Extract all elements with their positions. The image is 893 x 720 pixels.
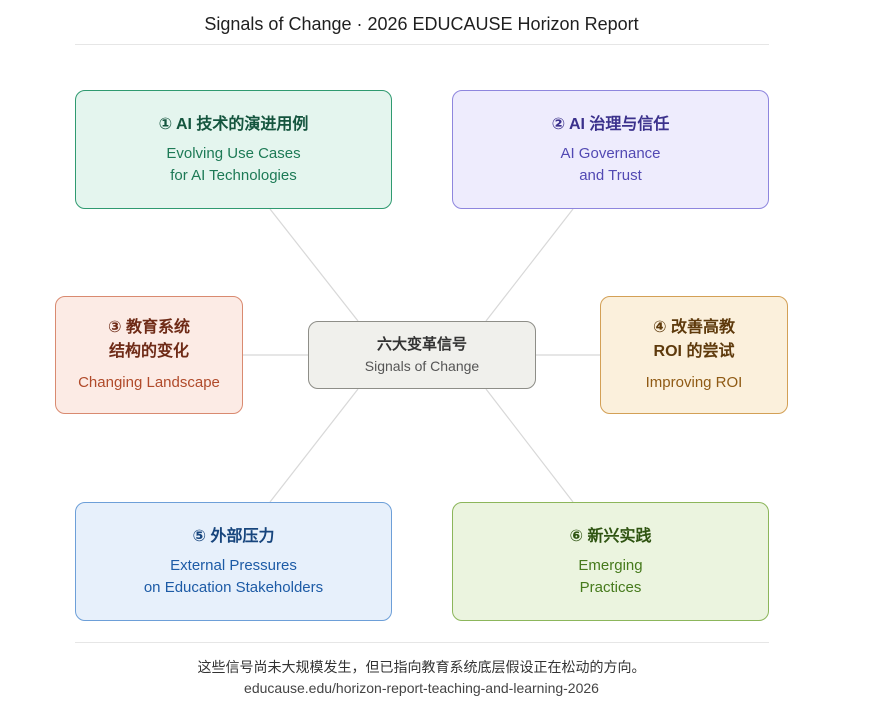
signal-title-en-line2: for AI Technologies: [170, 166, 297, 184]
signal-title-zh-line1: ③ 教育系统: [108, 319, 190, 336]
signal-title-en-line1: AI Governance: [560, 144, 661, 162]
signal-title-zh: ① AI 技术的演进用例: [158, 115, 309, 133]
signal-title-zh: ⑤ 外部压力: [192, 527, 275, 545]
signal-node-ai-use-cases: ① AI 技术的演进用例 Evolving Use Cases for AI T…: [75, 90, 392, 209]
signal-title-en-line2: Practices: [579, 578, 642, 596]
signal-title-zh-line1: ④ 改善高教: [653, 319, 735, 336]
connector-5: [269, 388, 359, 503]
signal-title-zh-line2: 结构的变化: [108, 343, 189, 360]
signal-node-external-pressures: ⑤ 外部压力 External Pressures on Education S…: [75, 502, 392, 621]
footer-note: 这些信号尚未大规模发生，但已指向教育系统底层假设正在松动的方向。: [197, 659, 646, 675]
signal-title-en-line1: External Pressures: [170, 556, 297, 574]
signal-title-en-line1: Emerging: [578, 556, 643, 574]
signal-node-ai-governance: ② AI 治理与信任 AI Governance and Trust: [452, 90, 769, 209]
signal-title-en: Improving ROI: [645, 374, 743, 391]
signal-title-zh: ⑥ 新兴实践: [569, 527, 652, 545]
center-title-zh: 六大变革信号: [376, 335, 467, 353]
diagram-title: Signals of Change · 2026 EDUCAUSE Horizo…: [204, 14, 639, 34]
signal-title-zh: ② AI 治理与信任: [551, 115, 670, 133]
signal-node-improving-roi: ④ 改善高教 ROI 的尝试 Improving ROI: [600, 296, 788, 414]
top-divider: [75, 44, 769, 45]
signal-title-en: Changing Landscape: [78, 374, 220, 391]
center-title-en: Signals of Change: [364, 357, 480, 374]
signal-node-emerging-practices: ⑥ 新兴实践 Emerging Practices: [452, 502, 769, 621]
signal-title-zh-line2: ROI 的尝试: [653, 343, 735, 360]
center-hub-node: 六大变革信号 Signals of Change: [308, 321, 536, 389]
connector-2: [485, 208, 574, 322]
signal-title-en-line2: and Trust: [579, 166, 642, 184]
signal-title-en-line2: on Education Stakeholders: [143, 578, 324, 596]
connector-6: [485, 388, 574, 503]
footer-source-url: educause.edu/horizon-report-teaching-and…: [244, 680, 599, 696]
signal-node-changing-landscape: ③ 教育系统 结构的变化 Changing Landscape: [55, 296, 243, 414]
signal-title-en-line1: Evolving Use Cases: [166, 144, 301, 162]
connector-1: [269, 208, 359, 322]
bottom-divider: [75, 642, 769, 643]
